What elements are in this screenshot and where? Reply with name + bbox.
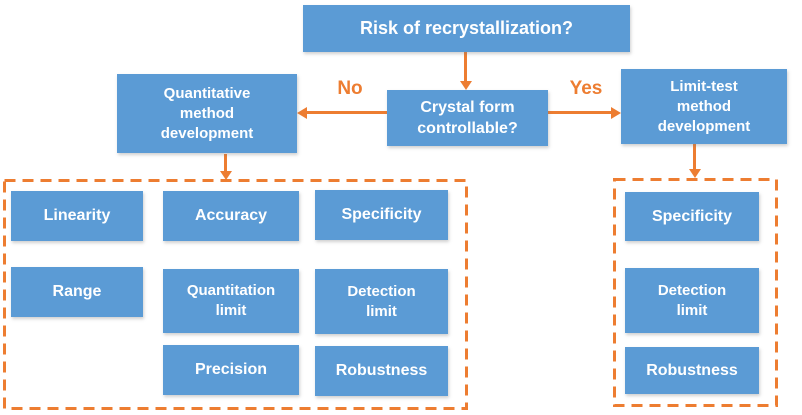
risk-question-box: Risk of recrystallization? (303, 5, 630, 52)
quantitative-method-box: Quantitative method development (117, 74, 297, 153)
criteria-box-specificity-quant: Specificity (315, 190, 448, 240)
criteria-box-precision: Precision (163, 345, 299, 395)
quant-criteria-panel-border (3, 179, 468, 410)
arrow-limit-to-panel (693, 144, 696, 170)
limit-test-method-box: Limit-test method development (621, 69, 787, 144)
risk-question-text: Risk of recrystallization? (359, 18, 574, 38)
criteria-box-quantitation-limit: Quantitation limit (163, 269, 299, 333)
limit-criteria-panel-border (613, 178, 778, 407)
criteria-box-robustness-quant: Robustness (315, 346, 448, 396)
arrow-down-icon (220, 171, 232, 180)
arrow-down-icon (460, 81, 472, 90)
arrow-yes-branch (548, 111, 613, 114)
arrow-no-branch (305, 111, 387, 114)
criteria-box-detection-limit-limit: Detection limit (625, 268, 759, 333)
criteria-box-linearity: Linearity (11, 191, 143, 241)
no-branch-label: No (337, 78, 363, 99)
arrow-root-to-decision (464, 52, 467, 81)
criteria-box-detection-limit-quant: Detection limit (315, 269, 448, 334)
criteria-box-specificity-limit: Specificity (625, 192, 759, 241)
arrow-left-icon (297, 107, 307, 119)
arrow-right-icon (611, 107, 621, 119)
criteria-box-range: Range (11, 267, 143, 317)
criteria-box-robustness-limit: Robustness (625, 347, 759, 394)
crystal-form-decision-box: Crystal form controllable? (387, 90, 548, 146)
arrow-quant-to-panel (224, 154, 227, 172)
yes-branch-label: Yes (569, 78, 603, 99)
arrow-down-icon (689, 169, 701, 178)
criteria-box-accuracy: Accuracy (163, 191, 299, 241)
